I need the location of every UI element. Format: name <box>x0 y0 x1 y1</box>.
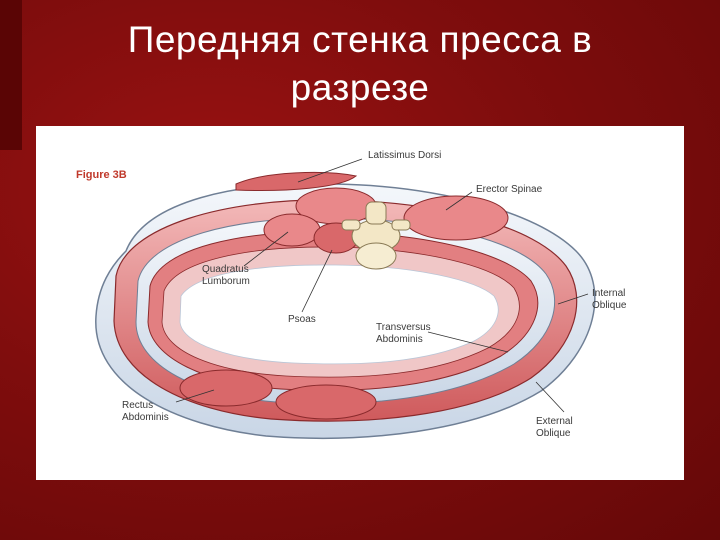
slide-title: Передняя стенка пресса в разрезе <box>60 16 660 112</box>
quadratus-lumborum-muscle <box>263 213 321 247</box>
label-external-oblique-line1: External <box>536 416 573 427</box>
slide-title-line-1: Передняя стенка пресса в <box>127 19 593 60</box>
abdominal-cavity <box>179 264 499 365</box>
label-internal-oblique-line1: Internal <box>592 288 625 299</box>
slide-corner-band <box>0 0 22 150</box>
label-latissimus-dorsi: Latissimus Dorsi <box>368 150 441 161</box>
label-external-oblique-line2: Oblique <box>536 428 571 439</box>
vertebra <box>341 201 411 270</box>
slide-title-line-2: разрезе <box>290 67 430 108</box>
leader-lines <box>175 158 589 413</box>
label-quadratus-line2: Lumborum <box>202 276 250 287</box>
label-rectus-line2: Abdominis <box>122 412 169 423</box>
label-transversus-line2: Abdominis <box>376 334 423 345</box>
label-rectus-line1: Rectus <box>122 400 153 411</box>
abdominal-wall-cross-section: Figure 3B <box>76 150 627 439</box>
erector-spinae-right <box>403 195 509 241</box>
rectus-abdominis-left <box>179 369 273 407</box>
label-psoas: Psoas <box>288 314 316 325</box>
label-transversus-line1: Transversus <box>376 322 431 333</box>
label-erector-spinae: Erector Spinae <box>476 184 543 195</box>
rectus-abdominis-right <box>275 384 377 420</box>
figure-label: Figure 3B <box>76 169 127 181</box>
label-internal-oblique-line2: Oblique <box>592 300 627 311</box>
anatomy-figure: Figure 3B <box>36 126 684 480</box>
label-quadratus-line1: Quadratus <box>202 264 249 275</box>
latissimus-dorsi-muscle <box>235 172 358 191</box>
